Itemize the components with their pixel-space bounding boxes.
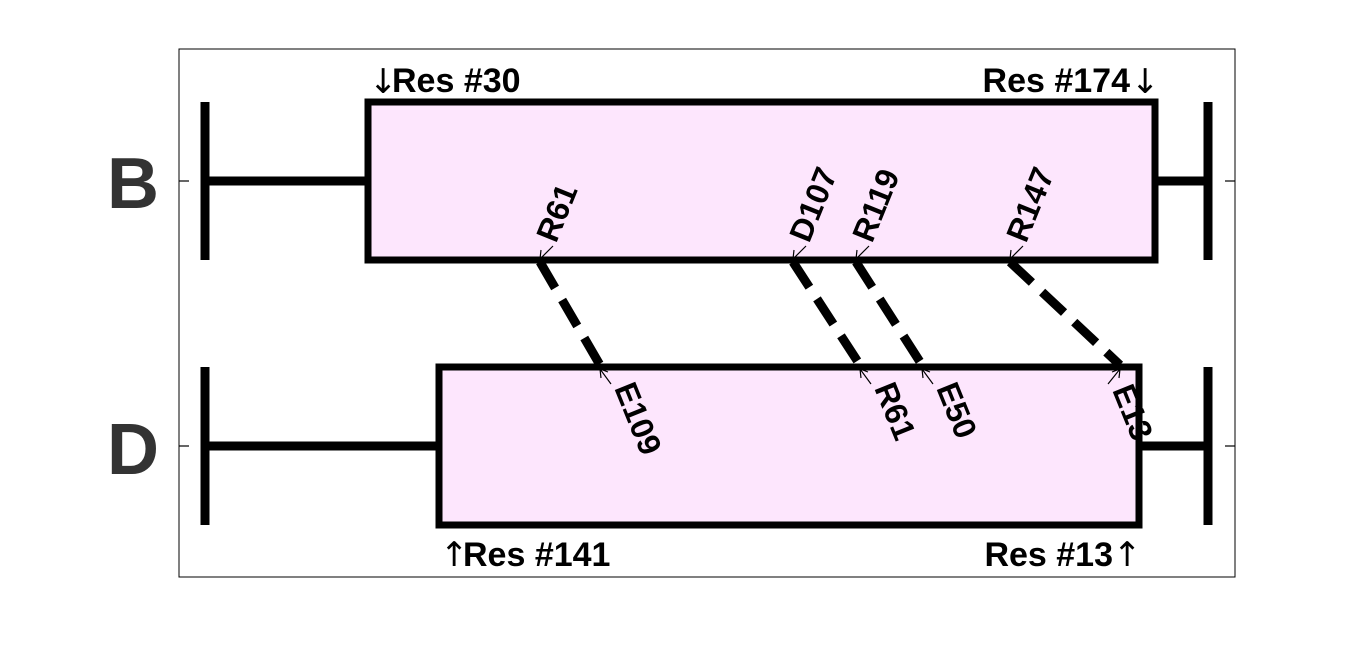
marker-arrow-icon	[792, 245, 807, 260]
chain-d-end-label: Res #13	[984, 536, 1113, 574]
marker-arrow-icon	[539, 245, 554, 260]
marker-arrow-icon	[1107, 368, 1121, 385]
marker-arrow-icon	[921, 368, 934, 385]
link-r119-e50	[852, 259, 926, 368]
link-r147-e13	[1006, 258, 1124, 369]
chain-label-b: B	[107, 144, 159, 224]
marker-arrow-icon	[599, 368, 612, 385]
plot-frame	[178, 48, 1236, 578]
chain-b-end-label: Res #174	[983, 62, 1131, 100]
chain-b-box	[364, 98, 1159, 264]
chain-label-d: D	[107, 410, 159, 490]
chain-d-end-arrow: ↑	[1113, 535, 1142, 575]
chain-d-start-arrow: ↑	[440, 535, 469, 575]
marker-arrow-icon	[859, 368, 872, 385]
chain-b-start-label: Res #30	[392, 62, 521, 100]
link-r61-e109	[536, 259, 604, 368]
chain-b-end-arrow: ↓	[1131, 62, 1160, 102]
chain-d-start-label: Res #141	[463, 536, 610, 574]
marker-arrow-icon	[1009, 245, 1024, 260]
interaction-links	[536, 258, 1124, 369]
chain-b: ↓ Res #30 Res #174 ↓	[200, 62, 1213, 264]
chain-d: ↑ Res #141 Res #13 ↑	[200, 363, 1213, 575]
link-d107-r61	[789, 259, 864, 368]
chain-d-box	[435, 363, 1143, 529]
marker-arrow-icon	[855, 245, 870, 260]
chain-b-start-arrow: ↓	[369, 62, 398, 102]
